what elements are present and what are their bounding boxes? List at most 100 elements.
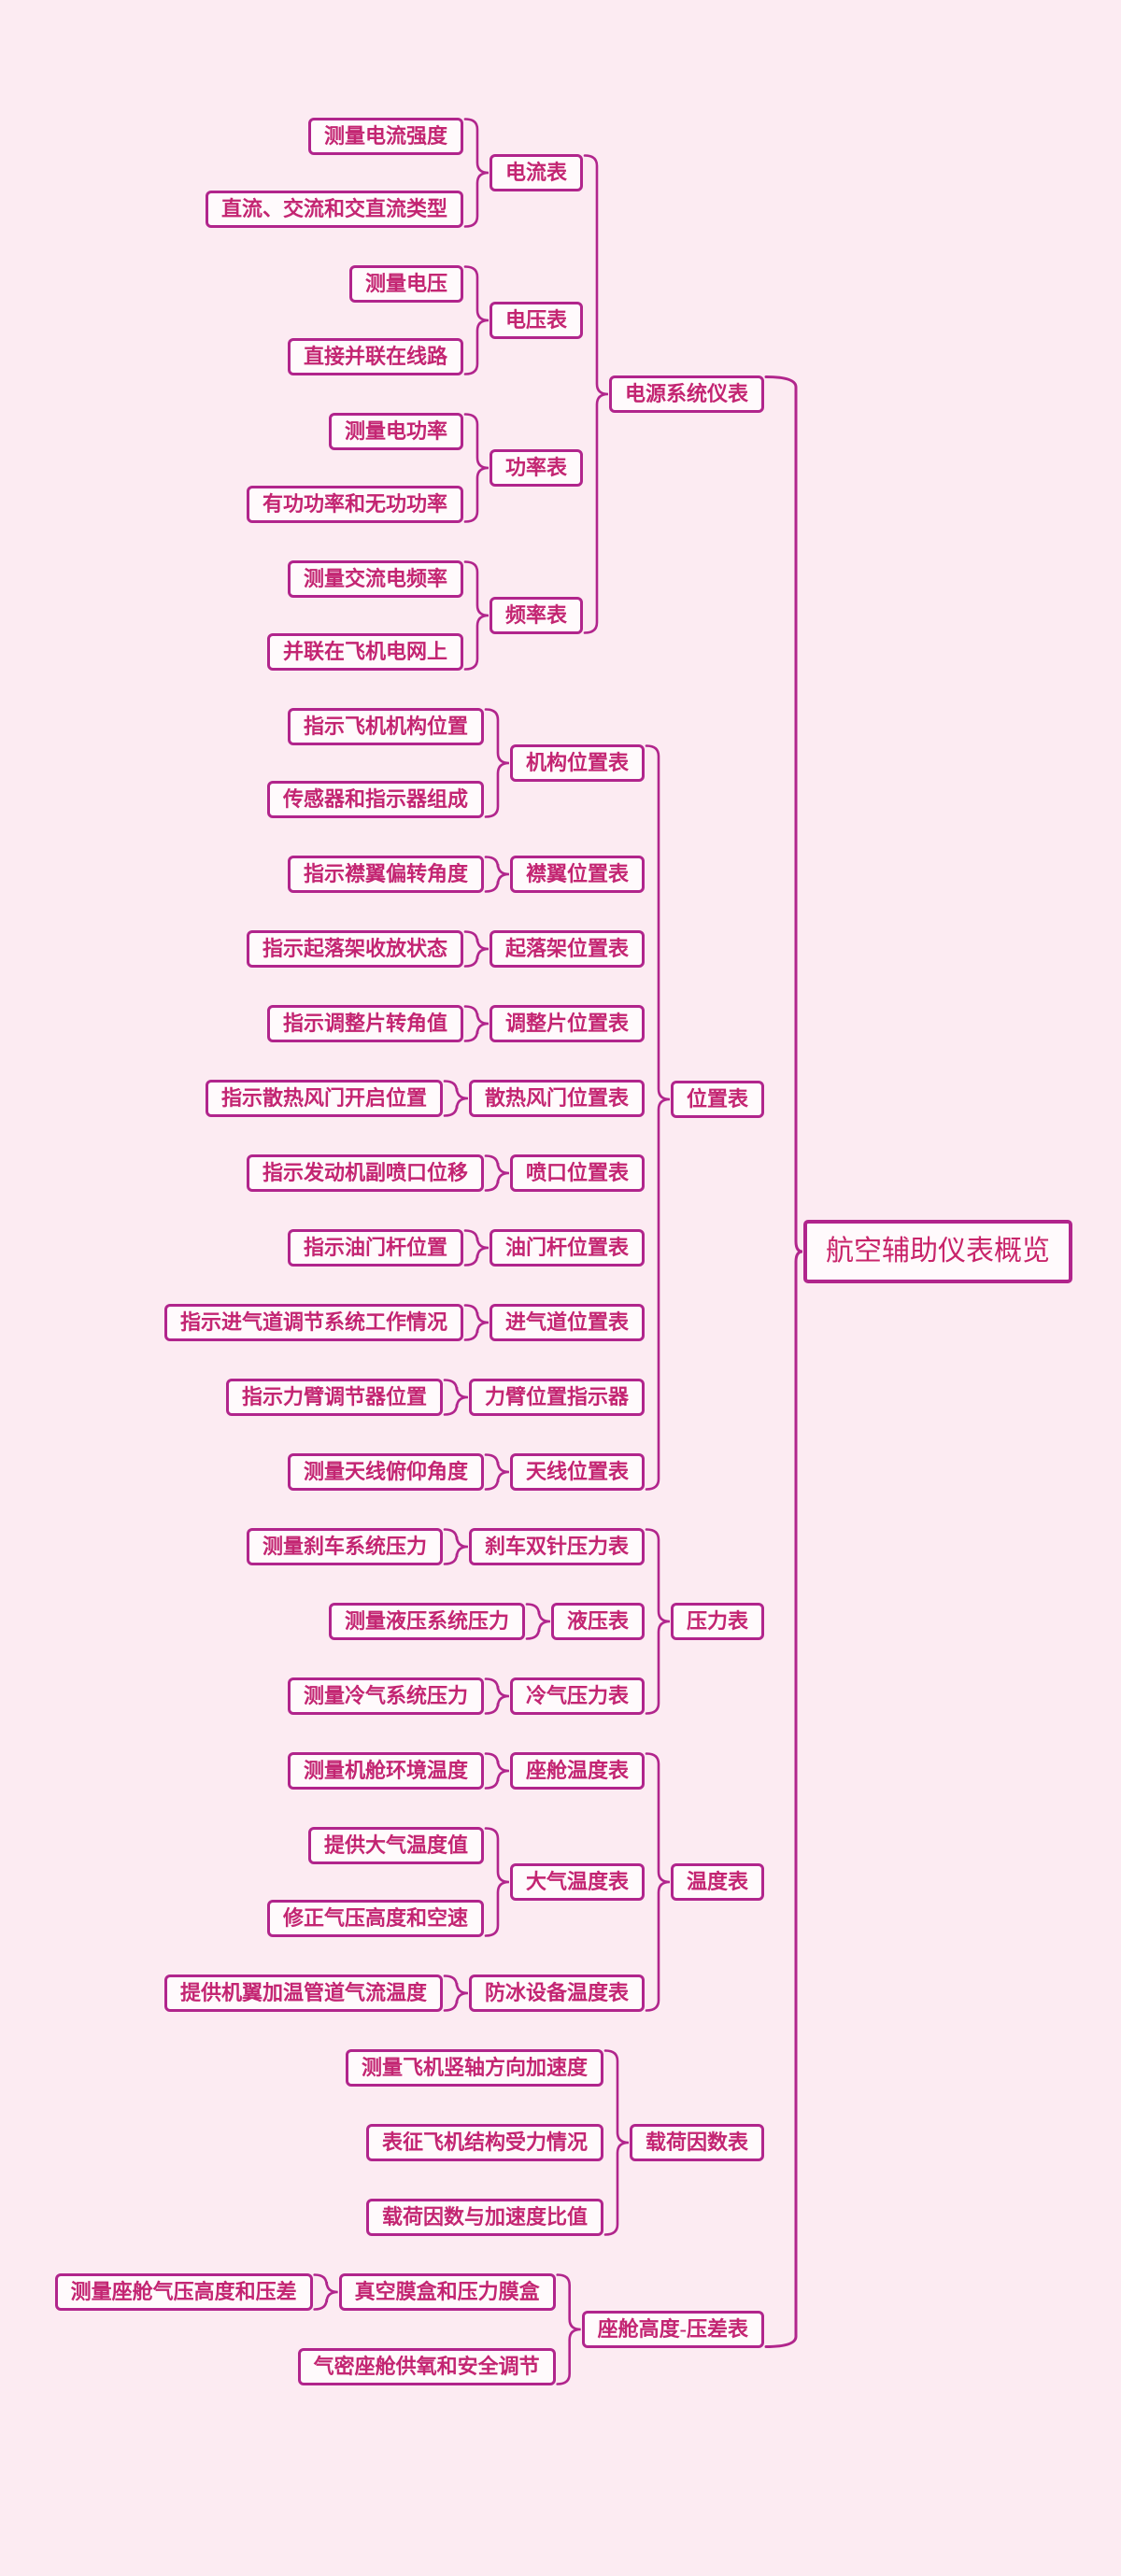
position-indicators-branch: 指示飞机机构位置传感器和指示器组成机构位置表指示襟翼偏转角度襟翼位置表指示起落架…	[163, 708, 764, 1491]
measure-current-intensity-topic[interactable]: 测量电流强度	[307, 118, 463, 155]
direct-parallel-in-circuit-branch: 直接并联在线路	[287, 338, 463, 375]
power-meter-children: 测量电功率有功功率和无功功率	[246, 413, 463, 523]
vacuum-and-pressure-capsules-topic[interactable]: 真空膜盒和压力膜盒	[338, 2273, 556, 2311]
pressurized-cabin-oxygen-and-safety-regulation-topic[interactable]: 气密座舱供氧和安全调节	[297, 2348, 556, 2385]
position-indicators-children: 指示飞机机构位置传感器和指示器组成机构位置表指示襟翼偏转角度襟翼位置表指示起落架…	[163, 708, 645, 1491]
sensor-and-indicator-composition-topic[interactable]: 传感器和指示器组成	[266, 781, 484, 818]
indicate-shutter-opening-position-topic[interactable]: 指示散热风门开启位置	[205, 1080, 443, 1117]
characterize-structural-load-topic[interactable]: 表征飞机结构受力情况	[365, 2124, 603, 2161]
vacuum-and-pressure-capsules-children: 测量座舱气压高度和压差	[54, 2273, 313, 2311]
indicate-flap-deflection-angle-branch: 指示襟翼偏转角度	[287, 856, 484, 893]
throttle-lever-position-indicator-topic[interactable]: 油门杆位置表	[489, 1229, 645, 1267]
cabin-temperature-gauge-topic[interactable]: 座舱温度表	[509, 1752, 645, 1790]
flap-position-indicator-topic[interactable]: 襟翼位置表	[509, 856, 645, 893]
power-system-instruments-topic[interactable]: 电源系统仪表	[608, 375, 764, 413]
provide-air-temperature-value-branch: 提供大气温度值	[307, 1827, 484, 1864]
indicate-aircraft-mechanism-position-topic[interactable]: 指示飞机机构位置	[287, 708, 484, 745]
voltmeter-topic[interactable]: 电压表	[489, 302, 583, 339]
dc-ac-types-topic[interactable]: 直流、交流和交直流类型	[205, 191, 463, 228]
indicate-arm-regulator-position-topic[interactable]: 指示力臂调节器位置	[225, 1379, 443, 1416]
measure-electric-power-branch: 测量电功率	[328, 413, 463, 450]
indicate-engine-aux-nozzle-displacement-topic[interactable]: 指示发动机副喷口位移	[246, 1154, 484, 1192]
measure-brake-system-pressure-topic[interactable]: 测量刹车系统压力	[246, 1528, 443, 1565]
power-meter-topic[interactable]: 功率表	[489, 449, 583, 487]
frequency-meter-children: 测量交流电频率并联在飞机电网上	[266, 560, 463, 671]
dc-ac-types-branch: 直流、交流和交直流类型	[205, 191, 463, 228]
indicate-trim-tab-angle-topic[interactable]: 指示调整片转角值	[266, 1005, 463, 1042]
provide-wing-heating-duct-airflow-temperature-topic[interactable]: 提供机翼加温管道气流温度	[163, 1974, 443, 2012]
load-factor-meter-topic[interactable]: 载荷因数表	[629, 2124, 764, 2161]
load-factor-acceleration-ratio-topic[interactable]: 载荷因数与加速度比值	[365, 2199, 603, 2236]
trim-tab-position-indicator-children: 指示调整片转角值	[266, 1005, 463, 1042]
brake-dual-needle-pressure-gauge-children: 测量刹车系统压力	[246, 1528, 443, 1565]
anti-ice-equipment-temperature-gauge-topic[interactable]: 防冰设备温度表	[468, 1974, 645, 2012]
indicate-inlet-regulation-system-status-topic[interactable]: 指示进气道调节系统工作情况	[163, 1304, 463, 1341]
pressure-gauges-topic[interactable]: 压力表	[670, 1603, 764, 1640]
anti-ice-equipment-temperature-gauge-branch: 提供机翼加温管道气流温度防冰设备温度表	[163, 1974, 645, 2012]
arm-position-indicator-topic[interactable]: 力臂位置指示器	[468, 1379, 645, 1416]
cooling-shutter-position-indicator-children: 指示散热风门开启位置	[205, 1080, 443, 1117]
measure-vertical-axis-acceleration-topic[interactable]: 测量飞机竖轴方向加速度	[345, 2049, 603, 2087]
position-indicators-topic[interactable]: 位置表	[670, 1081, 764, 1118]
frequency-meter-topic[interactable]: 频率表	[489, 597, 583, 634]
hydraulic-gauge-topic[interactable]: 液压表	[550, 1603, 645, 1640]
measure-electric-power-topic[interactable]: 测量电功率	[328, 413, 463, 450]
indicate-gear-retract-status-topic[interactable]: 指示起落架收放状态	[246, 930, 463, 968]
landing-gear-position-indicator-topic[interactable]: 起落架位置表	[489, 930, 645, 968]
antenna-position-indicator-topic[interactable]: 天线位置表	[509, 1453, 645, 1491]
antenna-position-indicator-branch: 测量天线俯仰角度天线位置表	[287, 1453, 645, 1491]
pneumatic-pressure-gauge-topic[interactable]: 冷气压力表	[509, 1677, 645, 1715]
air-temperature-gauge-topic[interactable]: 大气温度表	[509, 1863, 645, 1901]
provide-air-temperature-value-topic[interactable]: 提供大气温度值	[307, 1827, 484, 1864]
flap-position-indicator-children: 指示襟翼偏转角度	[287, 856, 484, 893]
indicate-throttle-lever-position-topic[interactable]: 指示油门杆位置	[287, 1229, 463, 1267]
power-system-instruments-branch: 测量电流强度直流、交流和交直流类型电流表测量电压直接并联在线路电压表测量电功率有…	[205, 118, 764, 671]
indicate-flap-deflection-angle-topic[interactable]: 指示襟翼偏转角度	[287, 856, 484, 893]
pneumatic-pressure-gauge-branch: 测量冷气系统压力冷气压力表	[287, 1677, 645, 1715]
measure-ac-frequency-topic[interactable]: 测量交流电频率	[287, 560, 463, 598]
cabin-temperature-gauge-branch: 测量机舱环境温度座舱温度表	[287, 1752, 645, 1790]
measure-antenna-pitch-angle-branch: 测量天线俯仰角度	[287, 1453, 484, 1491]
mechanism-position-indicator-topic[interactable]: 机构位置表	[509, 744, 645, 782]
measure-antenna-pitch-angle-topic[interactable]: 测量天线俯仰角度	[287, 1453, 484, 1491]
temperature-gauges-topic[interactable]: 温度表	[670, 1863, 764, 1901]
air-inlet-position-indicator-topic[interactable]: 进气道位置表	[489, 1304, 645, 1341]
measure-voltage-topic[interactable]: 测量电压	[348, 265, 463, 303]
aviation-auxiliary-instruments-overview-root-topic[interactable]: 航空辅助仪表概览	[803, 1220, 1072, 1283]
cabin-altitude-differential-pressure-gauge-topic[interactable]: 座舱高度-压差表	[581, 2311, 764, 2348]
sensor-and-indicator-composition-branch: 传感器和指示器组成	[266, 781, 484, 818]
anti-ice-equipment-temperature-gauge-children: 提供机翼加温管道气流温度	[163, 1974, 443, 2012]
mechanism-position-indicator-branch: 指示飞机机构位置传感器和指示器组成机构位置表	[266, 708, 645, 818]
parallel-on-aircraft-grid-branch: 并联在飞机电网上	[266, 633, 463, 671]
measure-pneumatic-system-pressure-topic[interactable]: 测量冷气系统压力	[287, 1677, 484, 1715]
voltmeter-children: 测量电压直接并联在线路	[287, 265, 463, 375]
measure-vertical-axis-acceleration-branch: 测量飞机竖轴方向加速度	[345, 2049, 603, 2087]
measure-cabin-environment-temperature-topic[interactable]: 测量机舱环境温度	[287, 1752, 484, 1790]
correct-pressure-altitude-and-airspeed-topic[interactable]: 修正气压高度和空速	[266, 1900, 484, 1937]
direct-parallel-in-circuit-topic[interactable]: 直接并联在线路	[287, 338, 463, 375]
power-meter-branch: 测量电功率有功功率和无功功率功率表	[246, 413, 583, 523]
active-and-reactive-power-branch: 有功功率和无功功率	[246, 486, 463, 523]
cabin-altitude-differential-pressure-gauge-branch: 测量座舱气压高度和压差真空膜盒和压力膜盒气密座舱供氧和安全调节座舱高度-压差表	[54, 2273, 764, 2385]
measure-cabin-pressure-altitude-and-differential-topic[interactable]: 测量座舱气压高度和压差	[54, 2273, 313, 2311]
ammeter-topic[interactable]: 电流表	[489, 154, 583, 191]
cooling-shutter-position-indicator-topic[interactable]: 散热风门位置表	[468, 1080, 645, 1117]
temperature-gauges-branch: 测量机舱环境温度座舱温度表提供大气温度值修正气压高度和空速大气温度表提供机翼加温…	[163, 1752, 764, 2012]
load-factor-meter-children: 测量飞机竖轴方向加速度表征飞机结构受力情况载荷因数与加速度比值	[345, 2049, 603, 2236]
nozzle-position-indicator-topic[interactable]: 喷口位置表	[509, 1154, 645, 1192]
trim-tab-position-indicator-branch: 指示调整片转角值调整片位置表	[266, 1005, 645, 1042]
measure-ac-frequency-branch: 测量交流电频率	[287, 560, 463, 598]
aviation-auxiliary-instruments-overview-children: 测量电流强度直流、交流和交直流类型电流表测量电压直接并联在线路电压表测量电功率有…	[54, 118, 764, 2385]
measure-hydraulic-system-pressure-branch: 测量液压系统压力	[328, 1603, 525, 1640]
throttle-lever-position-indicator-branch: 指示油门杆位置油门杆位置表	[287, 1229, 645, 1267]
brake-dual-needle-pressure-gauge-topic[interactable]: 刹车双针压力表	[468, 1528, 645, 1565]
active-and-reactive-power-topic[interactable]: 有功功率和无功功率	[246, 486, 463, 523]
antenna-position-indicator-children: 测量天线俯仰角度	[287, 1453, 484, 1491]
parallel-on-aircraft-grid-topic[interactable]: 并联在飞机电网上	[266, 633, 463, 671]
measure-hydraulic-system-pressure-topic[interactable]: 测量液压系统压力	[328, 1603, 525, 1640]
trim-tab-position-indicator-topic[interactable]: 调整片位置表	[489, 1005, 645, 1042]
landing-gear-position-indicator-branch: 指示起落架收放状态起落架位置表	[246, 930, 645, 968]
air-inlet-position-indicator-branch: 指示进气道调节系统工作情况进气道位置表	[163, 1304, 645, 1341]
indicate-shutter-opening-position-branch: 指示散热风门开启位置	[205, 1080, 443, 1117]
